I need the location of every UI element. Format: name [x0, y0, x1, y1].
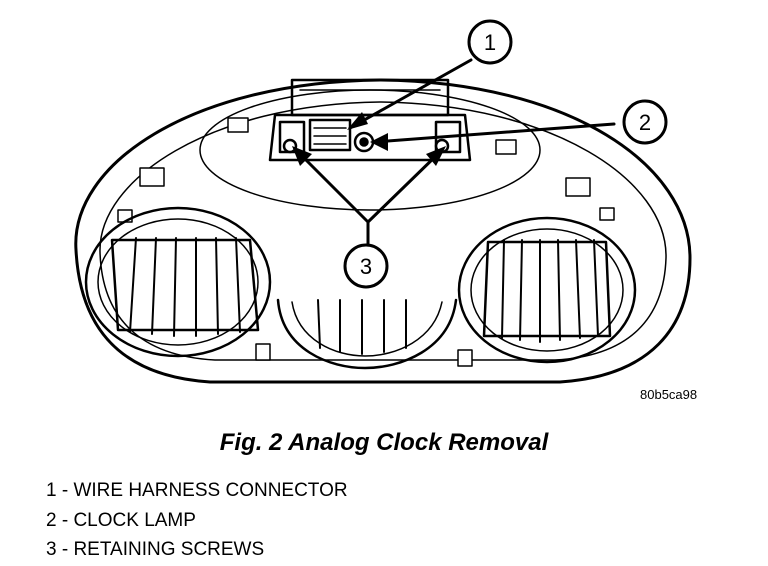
center-air-vent [276, 298, 458, 370]
callout-2-circle [622, 99, 668, 145]
legend-item: 2 - CLOCK LAMP [46, 509, 196, 531]
figure-code-id: 80b5ca98 [640, 387, 698, 402]
retaining-screw-left [282, 138, 298, 154]
analog-clock-diagram: 1 2 3 [74, 19, 692, 384]
callout-2-number: 2 [639, 110, 651, 135]
legend-item: 1 - WIRE HARNESS CONNECTOR [46, 480, 348, 501]
callout-1-circle [467, 19, 513, 65]
bezel-clips [117, 117, 615, 367]
arrowheads [292, 112, 446, 166]
legend-list: 1 - WIRE HARNESS CONNECTOR 2 - CLOCK LAM… [46, 476, 348, 565]
leader-lines [296, 58, 616, 252]
callout-1-number: 1 [484, 30, 496, 55]
clock-lamp [353, 131, 375, 153]
legend-item: 3 - RETAINING SCREWS [46, 539, 265, 560]
callout-3-number: 3 [360, 254, 372, 279]
figure-caption: Fig. 2 Analog Clock Removal [219, 429, 549, 456]
wire-harness-connector [308, 118, 352, 152]
bezel-outline [74, 78, 692, 384]
callout-3-circle [343, 243, 389, 289]
right-air-vent [457, 216, 637, 364]
left-air-vent [84, 206, 272, 358]
